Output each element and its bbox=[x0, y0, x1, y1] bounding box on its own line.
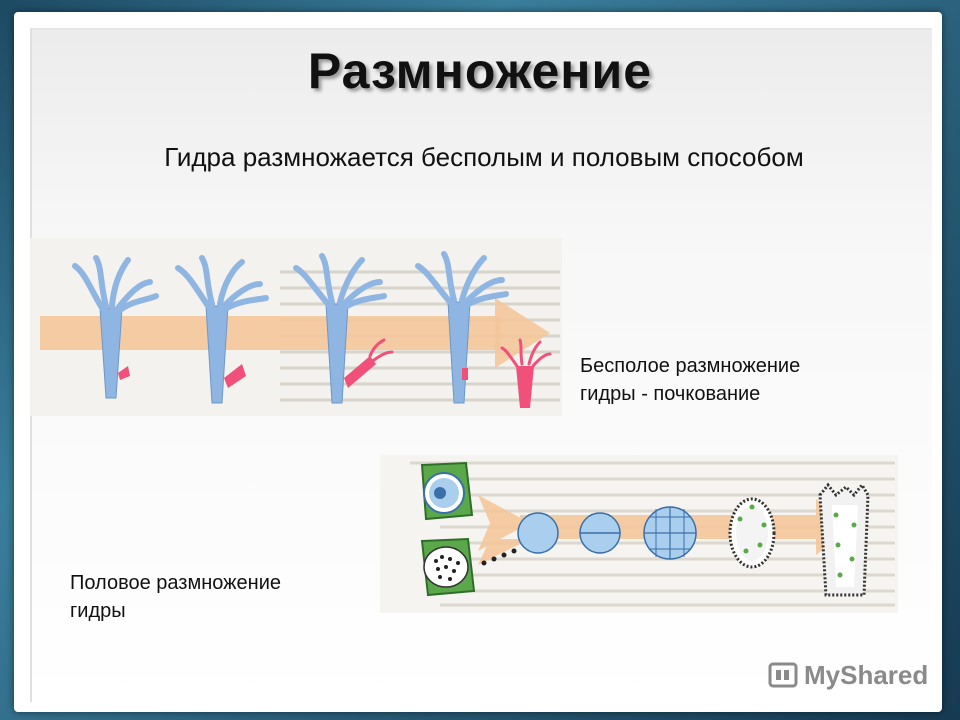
hydra-stage-1 bbox=[72, 255, 159, 399]
sexual-reproduction-illustration bbox=[380, 455, 898, 613]
hydra-stage-3 bbox=[293, 253, 394, 404]
young-hydra bbox=[818, 482, 870, 597]
hydra-stage-2 bbox=[175, 255, 269, 404]
slide-title: Размножение bbox=[307, 43, 653, 99]
sperm-cell bbox=[420, 537, 517, 597]
asexual-caption-line-1: Бесполое размножение bbox=[580, 355, 801, 377]
two-cell-embryo bbox=[579, 512, 621, 554]
blastula bbox=[728, 497, 776, 569]
budding-illustration bbox=[30, 238, 562, 416]
detached-bud bbox=[500, 338, 552, 408]
slide-subtitle: Гидра размножается бесполым и половым сп… bbox=[164, 142, 804, 172]
zygote bbox=[517, 512, 559, 554]
multicell-embryo bbox=[643, 506, 697, 560]
asexual-caption: Бесполое размножение гидры - почкование bbox=[580, 352, 800, 408]
sexual-caption: Половое размножение гидры bbox=[70, 569, 281, 625]
sexual-caption-line-2: гидры bbox=[70, 600, 126, 622]
logo-text: MyShared bbox=[804, 660, 929, 690]
logo-icon bbox=[768, 662, 798, 688]
myshared-logo: MyShared bbox=[768, 660, 928, 690]
sexual-caption-line-1: Половое размножение bbox=[70, 572, 282, 594]
egg-cell bbox=[420, 461, 474, 521]
hydra-stage-4 bbox=[415, 251, 509, 404]
asexual-caption-line-2: гидры - почкование bbox=[580, 383, 761, 405]
